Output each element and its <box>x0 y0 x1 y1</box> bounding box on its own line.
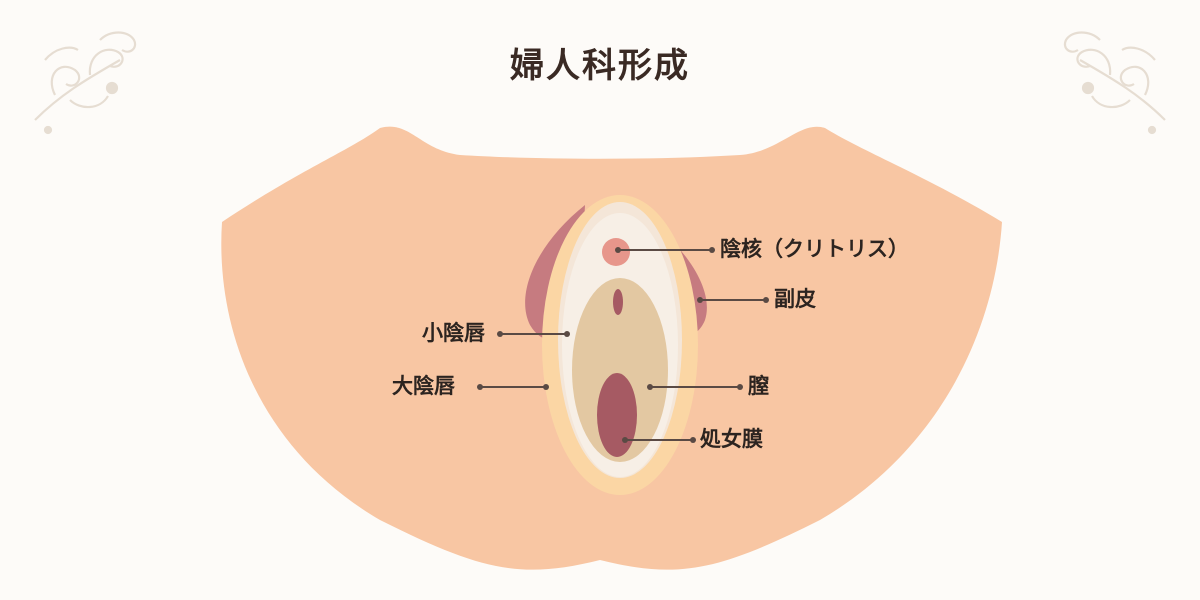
leader-dot <box>709 247 715 253</box>
label-labia-minora: 小陰唇 <box>422 321 485 345</box>
leader-dot <box>477 384 483 390</box>
label-clitoris: 陰核（クリトリス） <box>720 237 909 261</box>
flourish-ornament-right-icon <box>1063 31 1166 135</box>
vestibule-shape <box>572 278 668 462</box>
urethra-shape <box>613 289 623 315</box>
label-hymen: 処女膜 <box>700 427 763 451</box>
leader-dot <box>647 384 653 390</box>
leader-dot <box>697 297 703 303</box>
leader-dot <box>543 384 549 390</box>
leader-dot <box>622 437 628 443</box>
vaginal-opening-shape <box>597 373 637 457</box>
leader-dot <box>737 384 743 390</box>
flourish-ornament-left-icon <box>34 31 137 135</box>
leader-dot <box>564 331 570 337</box>
label-prepuce: 副皮 <box>774 287 816 311</box>
leader-dot <box>690 437 696 443</box>
label-labia-majora: 大陰唇 <box>392 374 455 398</box>
leader-dot <box>615 247 621 253</box>
leader-dot <box>763 297 769 303</box>
page-title: 婦人科形成 <box>510 46 690 86</box>
label-vagina: 膣 <box>748 374 769 398</box>
leader-dot <box>497 331 503 337</box>
